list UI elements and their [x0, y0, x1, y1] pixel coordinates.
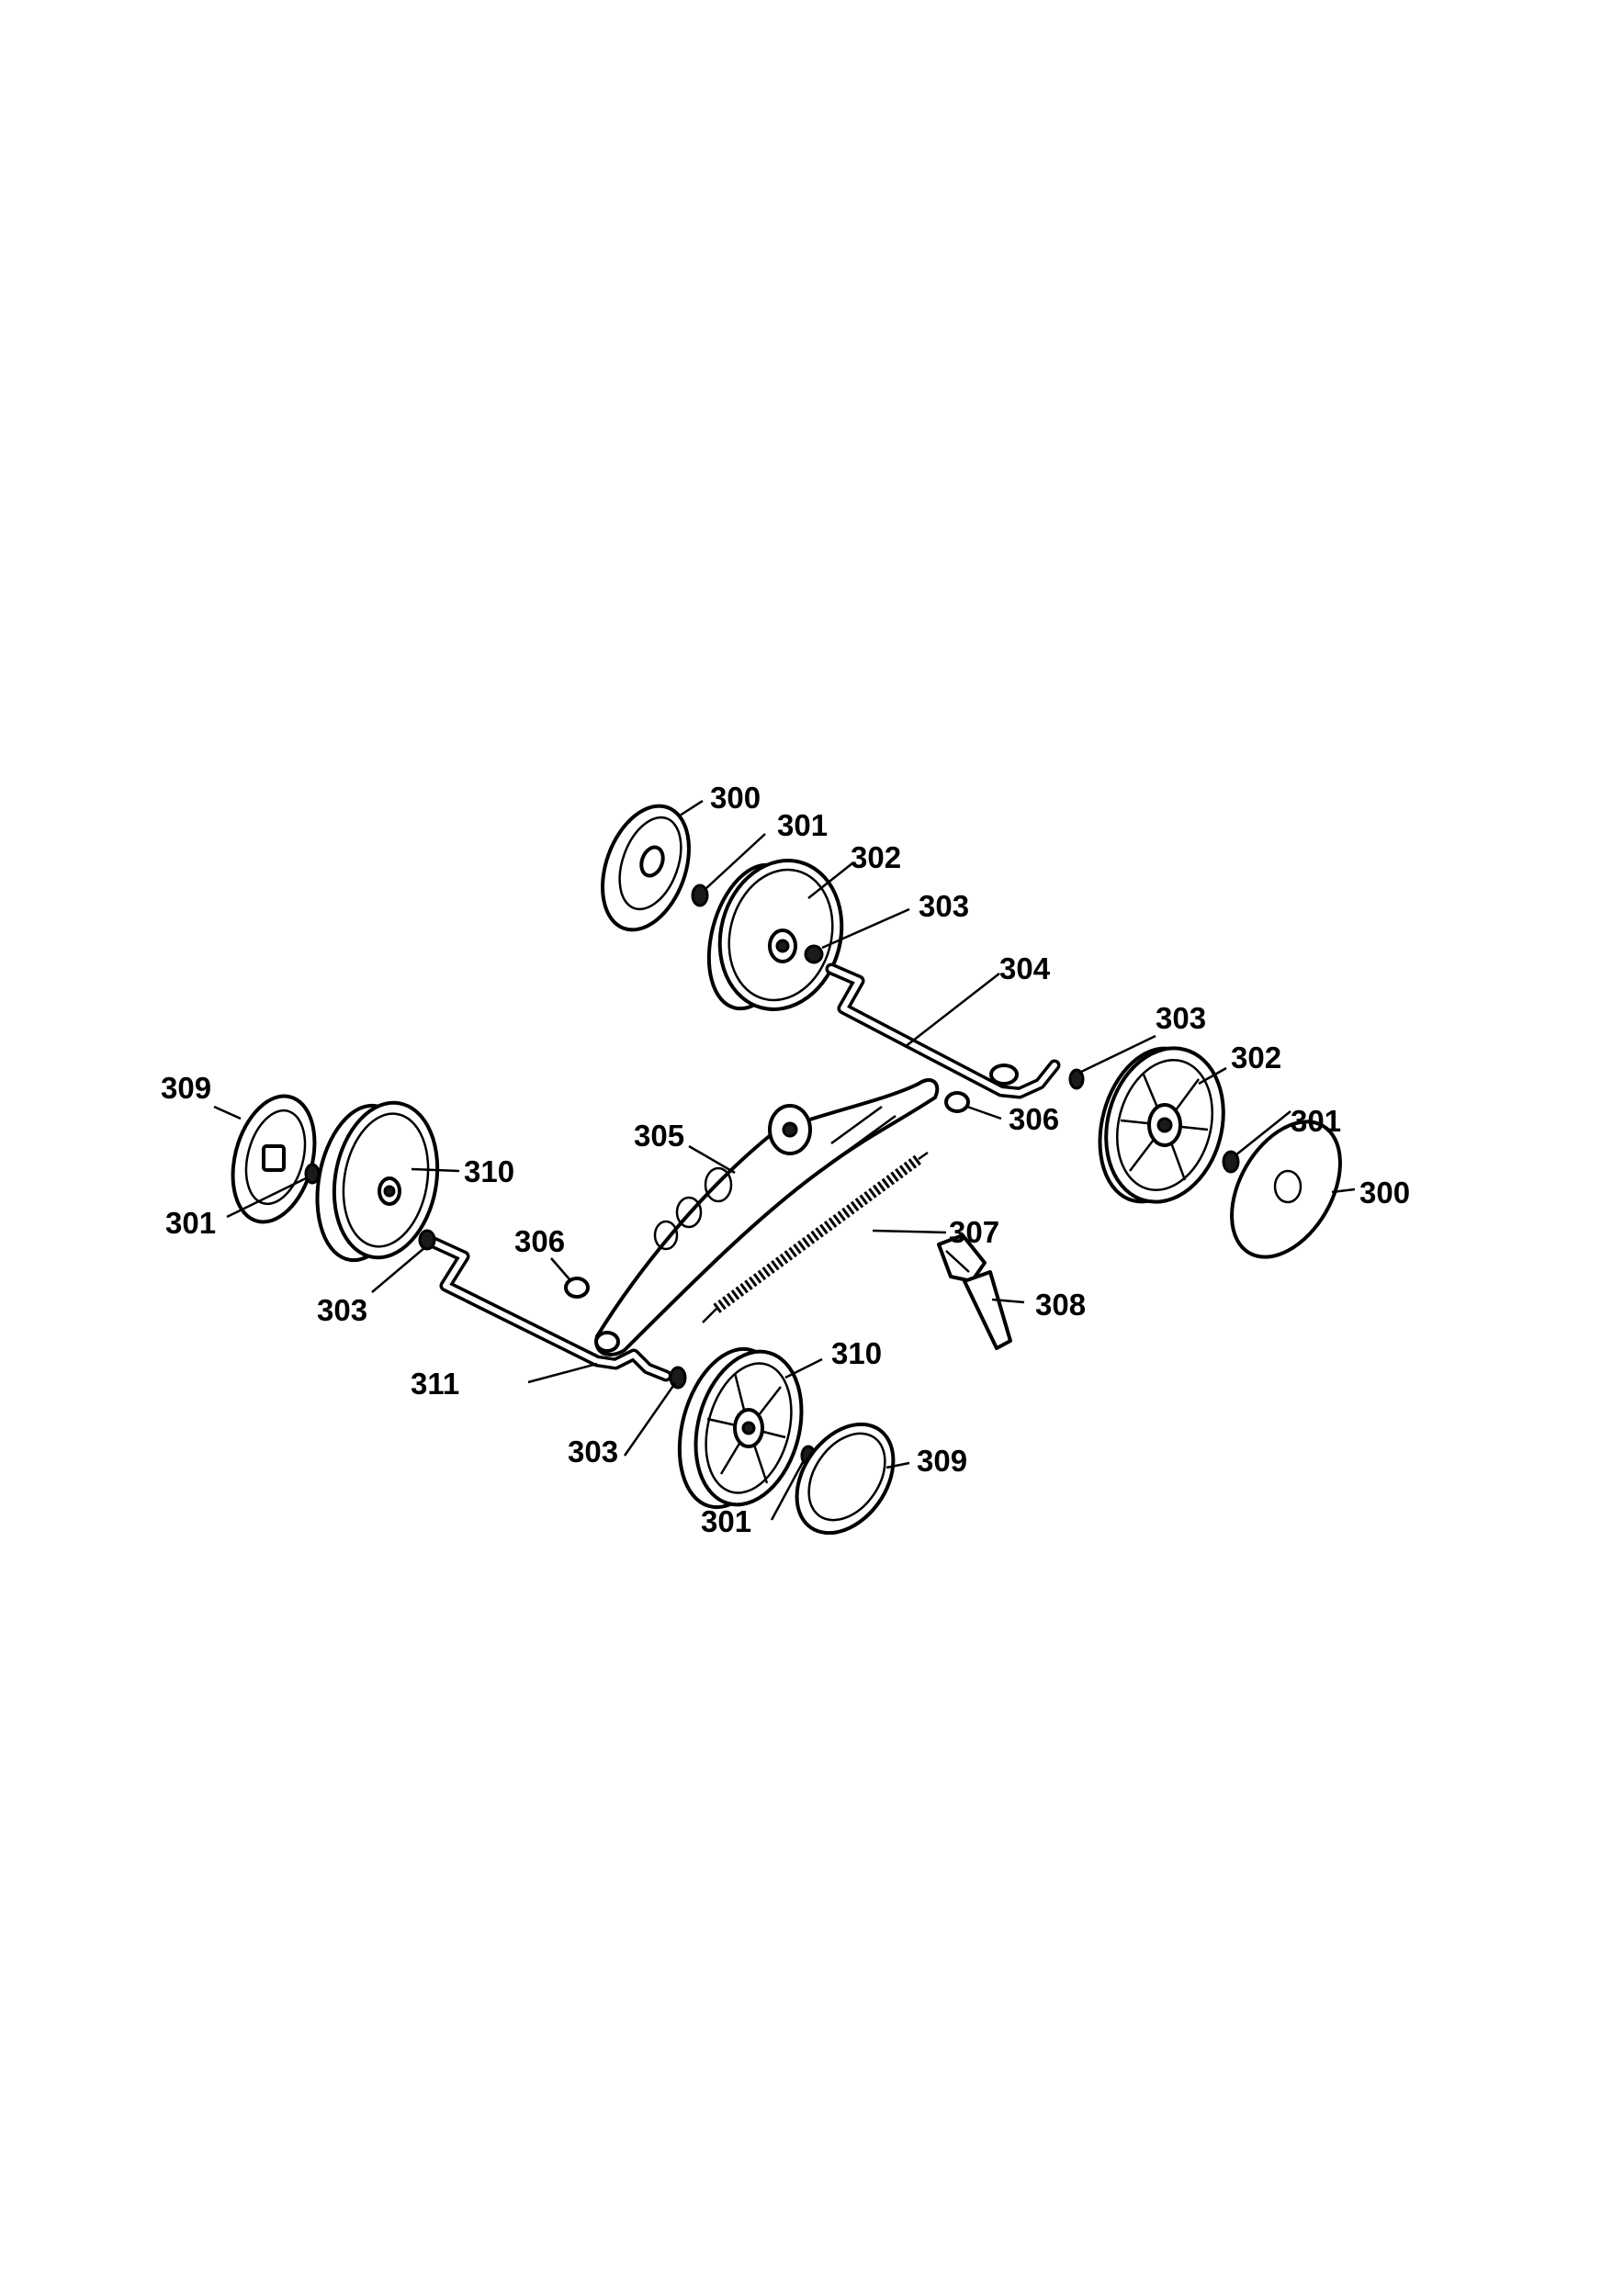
part-labels: 300 301 302 303 304 303 302 301 300 309 … [161, 781, 1410, 1538]
height-adjust-lever-305 [594, 1078, 940, 1356]
washer-303-rear-right [1068, 1068, 1085, 1090]
label-306-right: 306 [1009, 1102, 1059, 1136]
label-302-rear-right: 302 [1231, 1041, 1281, 1075]
label-307-spring: 307 [949, 1215, 999, 1249]
rear-wheel-302-right [1098, 1046, 1225, 1204]
front-hubcap-309-right [795, 1422, 896, 1536]
washer-303-front-left [418, 1229, 436, 1251]
label-303-rear-right: 303 [1156, 1001, 1206, 1035]
label-301-front-right: 301 [701, 1504, 751, 1538]
label-305-lever: 305 [634, 1119, 684, 1153]
front-wheel-310-right [677, 1346, 804, 1510]
rear-axle-304 [825, 962, 1061, 1099]
label-310-front-right: 310 [831, 1336, 882, 1370]
label-300-rear-right: 300 [1359, 1176, 1410, 1210]
label-301-rear-left: 301 [777, 808, 828, 842]
label-303-front-right: 303 [568, 1435, 618, 1469]
washer-301-rear-right [1222, 1150, 1240, 1174]
front-hubcap-309-left [231, 1094, 317, 1224]
knob-308 [937, 1233, 1012, 1350]
label-303-rear-left: 303 [919, 889, 969, 923]
label-301-rear-right: 301 [1291, 1104, 1341, 1138]
label-304-rear-axle: 304 [999, 951, 1051, 985]
label-301-front-left: 301 [165, 1206, 216, 1240]
label-310-front-left: 310 [464, 1154, 514, 1188]
rear-wheel-302-left [706, 859, 844, 1011]
rear-hubcap-300-left [601, 804, 691, 932]
label-303-front-left: 303 [317, 1293, 367, 1327]
bushing-306-right [944, 1091, 970, 1113]
washer-301-upper [691, 884, 709, 907]
label-309-front-left: 309 [161, 1071, 211, 1105]
label-302-rear-left: 302 [851, 840, 901, 874]
label-300-rear-left: 300 [710, 781, 761, 815]
leader-lines [213, 799, 1356, 1521]
spring-307 [702, 1151, 929, 1323]
label-308-knob: 308 [1035, 1288, 1086, 1322]
label-306-left: 306 [514, 1224, 565, 1258]
rear-hubcap-300-right [1230, 1120, 1342, 1259]
label-309-front-right: 309 [917, 1444, 967, 1478]
label-311-front-axle: 311 [411, 1367, 459, 1401]
front-axle-311 [425, 1235, 672, 1382]
front-wheel-310-left [315, 1100, 440, 1263]
bushing-306-left [564, 1277, 590, 1299]
